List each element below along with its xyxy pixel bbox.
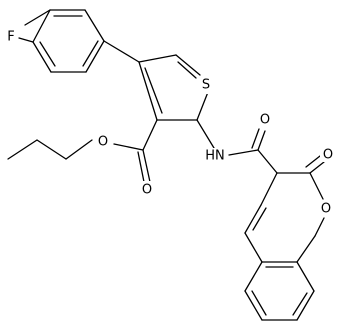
aryl-thiophene-bond xyxy=(103,40,140,63)
amide-oxygen: O xyxy=(257,111,273,128)
ring-oxygen-label: O xyxy=(321,202,331,217)
lactone-carbonyl-oxygen: O xyxy=(320,146,336,163)
ester-carbonyl-oxygen: O xyxy=(139,181,155,198)
thiophene-ring xyxy=(138,54,209,121)
fluorine-label: F xyxy=(7,30,14,45)
nh-label: HN xyxy=(205,149,225,164)
amide-oxygen-label: O xyxy=(260,113,270,128)
benzo-ring xyxy=(244,261,315,321)
thiophene-nh-bond xyxy=(196,119,215,149)
sulfur-label: S xyxy=(202,78,210,93)
ester-ether-oxygen: O xyxy=(95,134,111,150)
ester-ether-oxygen-label: O xyxy=(98,135,108,150)
ring-oxygen: O xyxy=(318,200,334,218)
pyranone-ring xyxy=(244,172,324,263)
nh-group: HN xyxy=(202,148,228,164)
fluorine-atom: F xyxy=(3,28,19,45)
lactone-carbonyl xyxy=(305,155,325,174)
ester-carbonyl-oxygen-label: O xyxy=(142,183,152,198)
sulfur-atom: S xyxy=(198,76,214,94)
lactone-carbonyl-oxygen-label: O xyxy=(323,148,333,163)
ring-oxygen-bond xyxy=(314,217,325,237)
fluorophenyl-ring xyxy=(24,9,105,73)
amide-carbonyl xyxy=(228,128,278,174)
propyl-ester xyxy=(7,119,158,183)
